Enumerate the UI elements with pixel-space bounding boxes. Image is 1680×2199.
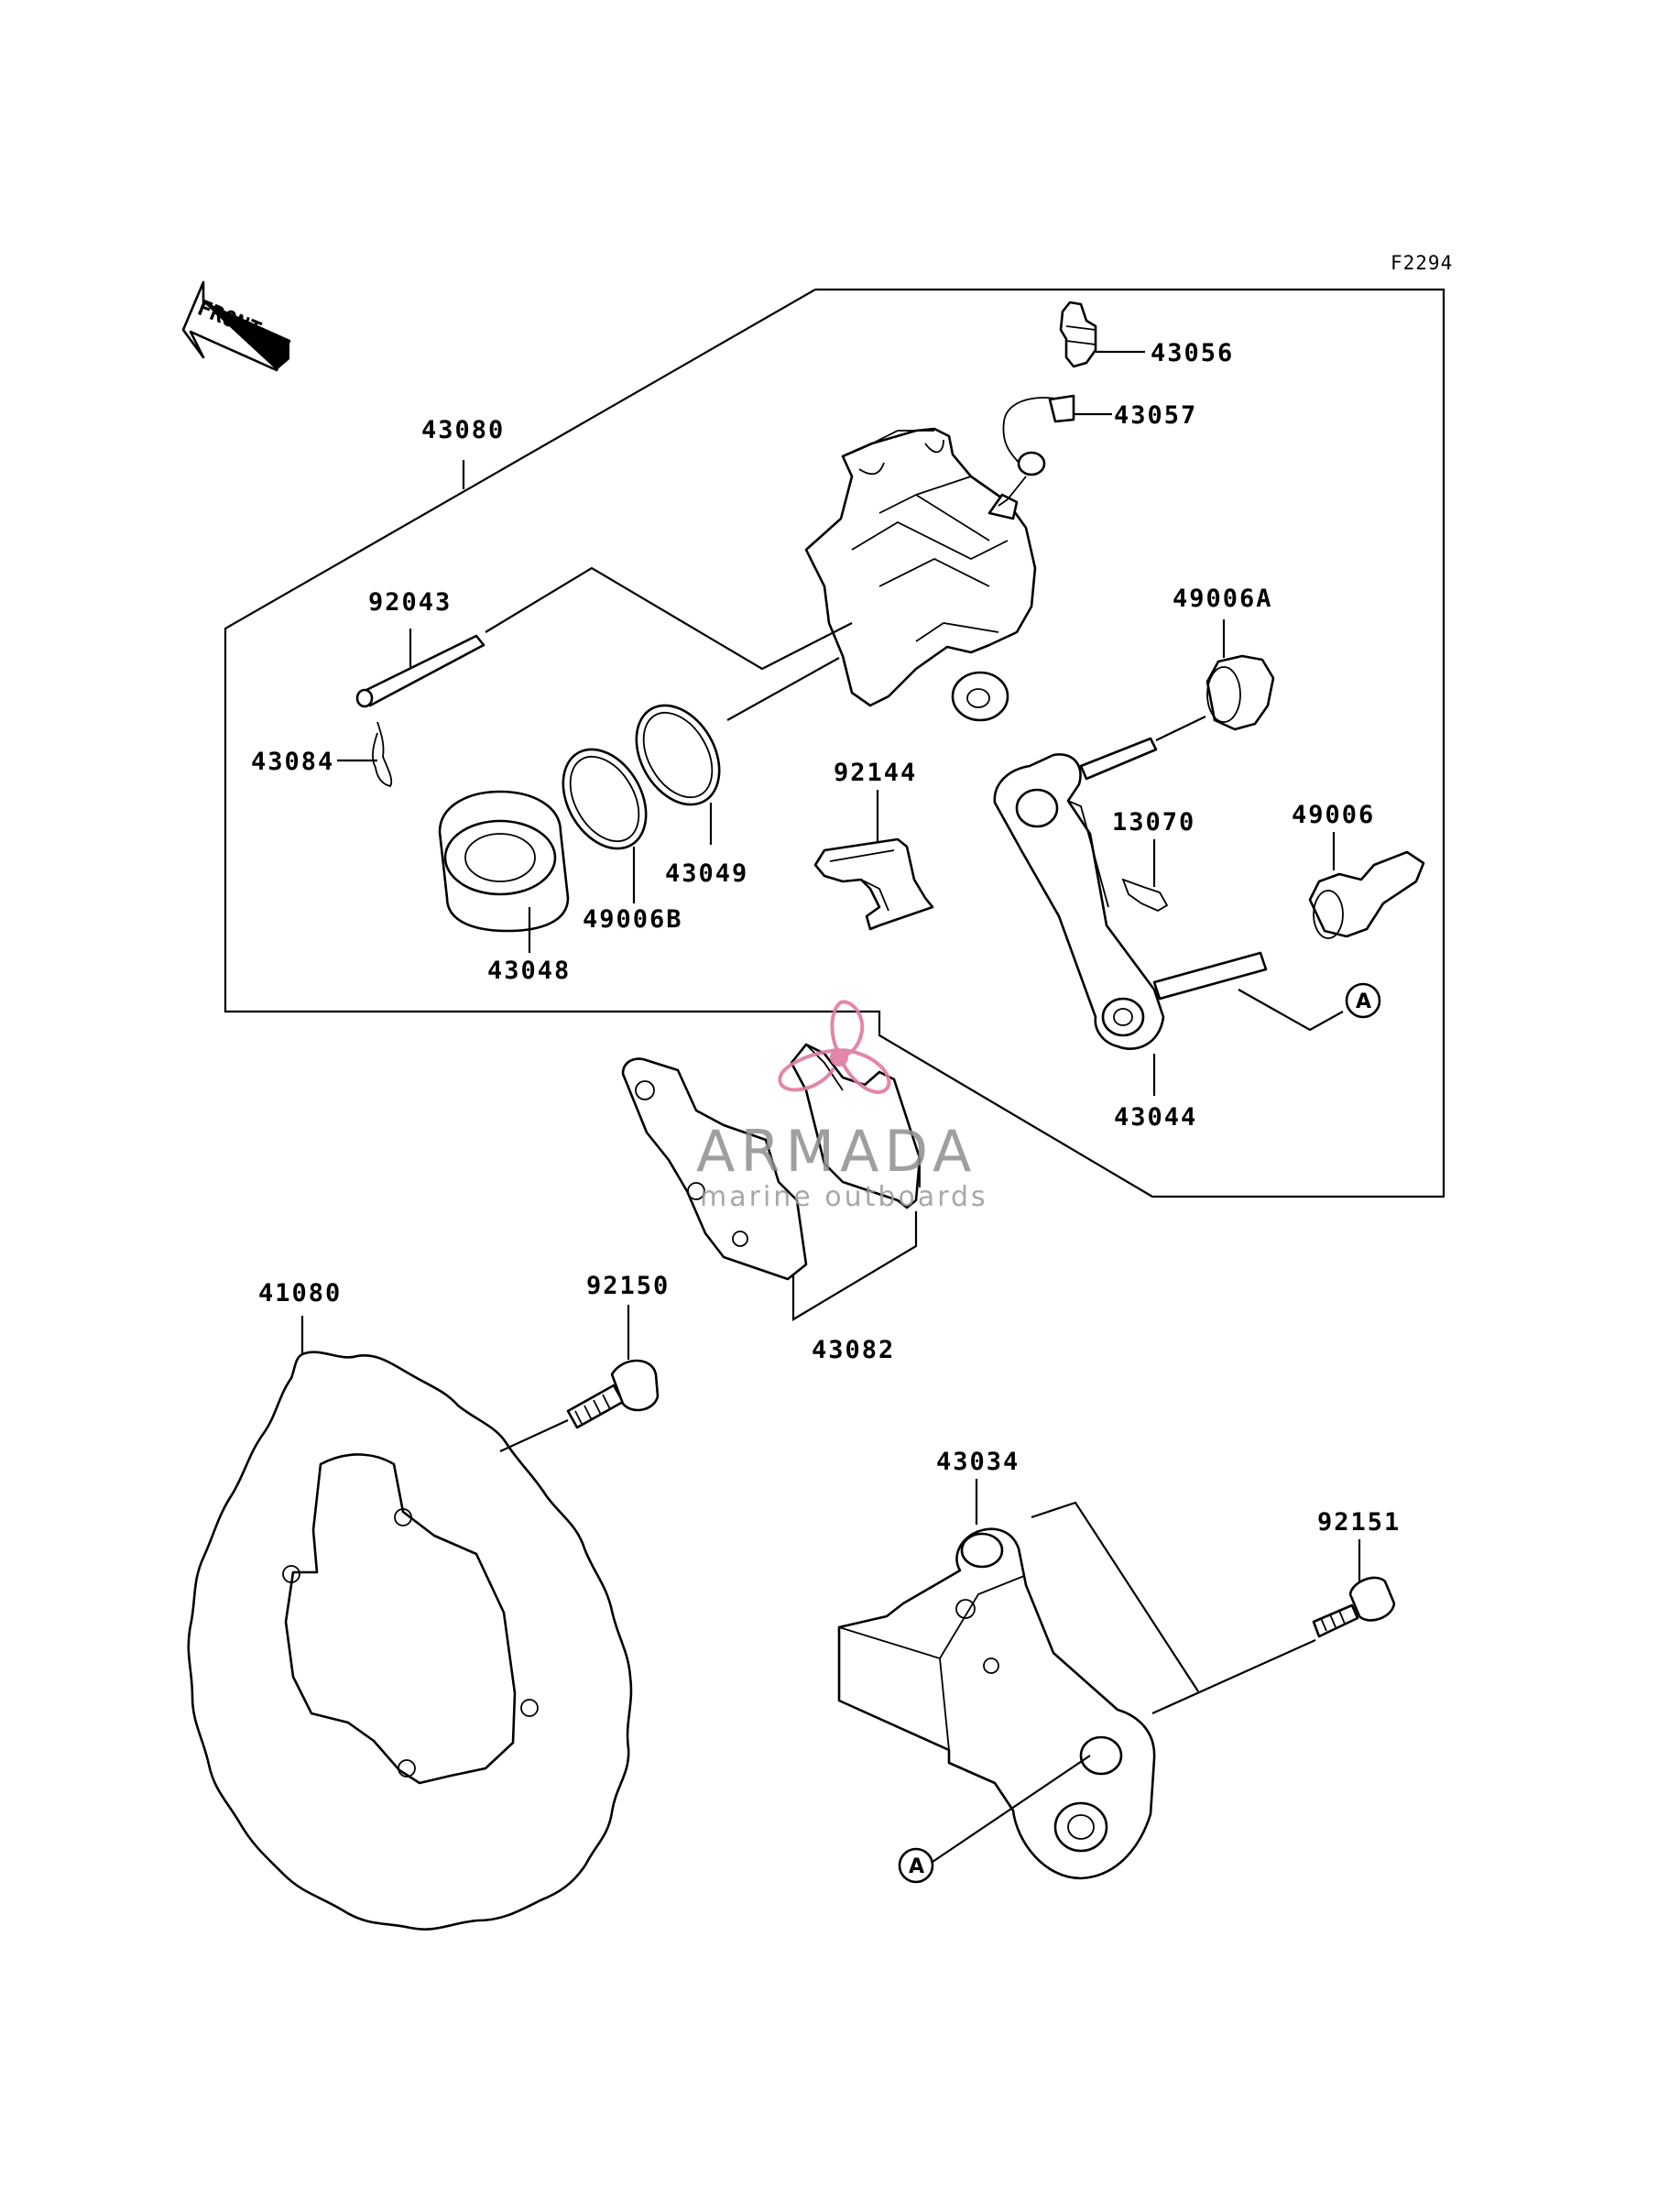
watermark-tagline: marine outboards xyxy=(700,1181,988,1213)
part-label-49006B: 49006B xyxy=(583,905,683,934)
part-label-92144: 92144 xyxy=(834,759,917,787)
part-label-43048: 43048 xyxy=(487,957,571,985)
boot-49006 xyxy=(1308,832,1425,939)
part-label-43080: 43080 xyxy=(421,416,505,444)
seal-43049 xyxy=(635,657,840,845)
part-label-43057: 43057 xyxy=(1114,401,1197,430)
watermark-logo xyxy=(778,1000,891,1094)
part-label-41080: 41080 xyxy=(258,1279,342,1307)
part-label-43084: 43084 xyxy=(251,748,334,776)
part-label-49006: 49006 xyxy=(1292,801,1375,829)
pin-92043 xyxy=(355,566,853,708)
part-label-49006A: 49006A xyxy=(1173,585,1273,613)
bracket-43044 xyxy=(993,716,1344,1096)
assembly-outline xyxy=(224,288,1445,1198)
part-label-13070: 13070 xyxy=(1112,808,1195,837)
bleed-screw-43056 xyxy=(1059,301,1145,368)
caliper-body xyxy=(804,427,1037,722)
callout-a-lower-text: A xyxy=(909,1855,924,1878)
piston-43048 xyxy=(438,790,570,953)
part-label-43034: 43034 xyxy=(936,1448,1020,1476)
caliper-bracket-43034 xyxy=(837,1479,1199,1880)
cap-43057 xyxy=(998,394,1112,507)
clip-43084 xyxy=(337,721,393,788)
boot-49006A xyxy=(1205,619,1275,731)
part-label-92150: 92150 xyxy=(586,1272,670,1300)
part-label-43044: 43044 xyxy=(1114,1103,1197,1132)
bolt-92151 xyxy=(1151,1539,1396,1715)
callout-a-upper-text: A xyxy=(1356,990,1371,1013)
bolt-92150 xyxy=(499,1305,660,1452)
part-label-43082: 43082 xyxy=(812,1336,895,1364)
brake-disc-41080 xyxy=(187,1316,633,1931)
part-label-92043: 92043 xyxy=(368,588,452,617)
clip-13070 xyxy=(1121,839,1169,913)
seal-49006B xyxy=(562,748,648,903)
watermark-brand: ARMADA xyxy=(696,1118,976,1185)
spring-92144 xyxy=(813,790,934,931)
diagram-code: F2294 xyxy=(1391,252,1453,274)
part-label-43049: 43049 xyxy=(665,859,748,888)
front-arrow-icon: FRONT xyxy=(181,280,291,372)
callout-a-lower: A xyxy=(898,1755,1091,1884)
part-label-92151: 92151 xyxy=(1317,1508,1401,1537)
callout-a-upper: A xyxy=(1345,982,1381,1019)
part-label-43056: 43056 xyxy=(1151,339,1234,367)
